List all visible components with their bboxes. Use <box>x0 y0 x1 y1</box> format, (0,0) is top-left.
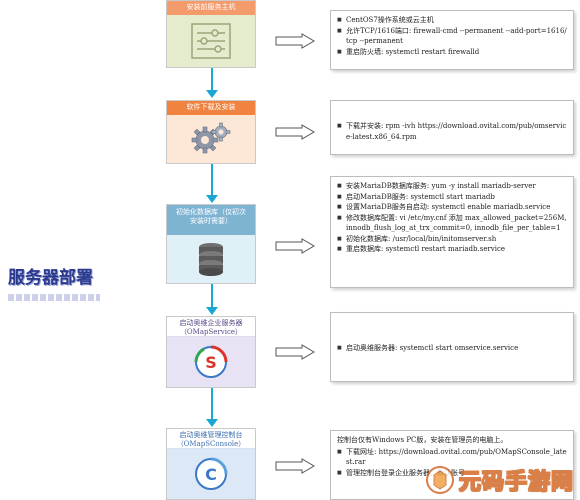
watermark-text: 元码手游网 <box>458 470 574 496</box>
info-box-download-install: 下载并安装: rpm -ivh https://download.ovital.… <box>330 100 574 155</box>
right-arrow-icon <box>275 458 315 474</box>
svg-text:C: C <box>205 465 217 484</box>
info-box-init-database: 安装MariaDB数据库服务: yum -y install mariadb-s… <box>330 176 574 288</box>
info-item: 管理控制台登录企业服务器。默认账号 <box>337 468 567 479</box>
step-icon-area: S <box>167 337 255 387</box>
info-item: 下载并安装: rpm -ivh https://download.ovital.… <box>337 121 567 142</box>
step-icon-area <box>167 235 255 283</box>
connector-line <box>211 284 213 308</box>
svg-text:S: S <box>205 353 217 372</box>
info-item: 安装MariaDB数据库服务: yum -y install mariadb-s… <box>337 181 567 192</box>
step-start-omapsconsole: 启动奥维管理控制台 （OMapSConsole） C <box>166 428 256 500</box>
info-item: 允许TCP/1616端口: firewall-cmd --permanent -… <box>337 26 567 47</box>
connector-line <box>211 388 213 420</box>
info-item: 启动MariaDB服务: systemctl start mariadb <box>337 192 567 203</box>
right-arrow-icon <box>275 238 315 254</box>
right-arrow-icon <box>275 124 315 140</box>
right-arrow-icon <box>275 33 315 49</box>
connector-arrow-icon <box>206 419 218 427</box>
info-box-start-omapservice: 启动奥维服务器: systemctl start omservice.servi… <box>330 312 574 382</box>
connector-arrow-icon <box>206 195 218 203</box>
info-item: 设置MariaDB服务自启动: systemctl enable mariadb… <box>337 202 567 213</box>
info-item: 修改数据库配置: vi /etc/my.cnf 添加 max_allowed_p… <box>337 213 567 234</box>
connector-line <box>211 68 213 92</box>
step-title: 安装前服务主机 <box>167 1 255 15</box>
info-item: 重启数据库: systemctl restart mariadb.service <box>337 244 567 255</box>
sliders-icon <box>191 23 231 59</box>
step-prepare-host: 安装前服务主机 <box>166 0 256 68</box>
step-download-install: 软件下载及安装 <box>166 100 256 164</box>
info-lead: 控制台仅有Windows PC版，安装在管理员的电脑上。 <box>337 436 508 444</box>
info-item: 启动奥维服务器: systemctl start omservice.servi… <box>337 343 567 354</box>
info-box-start-omapsconsole: 控制台仅有Windows PC版，安装在管理员的电脑上。 下载网址: https… <box>330 430 574 500</box>
step-title: 初始化数据库（仅初次 安装时需要） <box>167 205 255 235</box>
side-title-text: 服务器部署 <box>8 268 93 288</box>
side-title-decoration <box>8 294 100 301</box>
omap-console-icon: C <box>195 457 228 490</box>
right-arrow-icon <box>275 344 315 360</box>
info-box-prepare-host: CentOS7操作系统或云主机 允许TCP/1616端口: firewall-c… <box>330 10 574 70</box>
connector-line <box>211 164 213 196</box>
connector-arrow-icon <box>206 307 218 315</box>
info-item: 下载网址: https://download.ovital.com/pub/OM… <box>337 447 567 468</box>
watermark-logo-icon <box>425 466 454 494</box>
step-icon-area: C <box>167 449 255 499</box>
step-icon-area <box>167 15 255 67</box>
step-start-omapservice: 启动奥维企业服务器 （OMapService） S <box>166 316 256 388</box>
connector-arrow-icon <box>206 90 218 98</box>
gears-icon <box>191 122 231 154</box>
watermark: 元码手游网 <box>425 464 574 496</box>
step-title: 软件下载及安装 <box>167 101 255 115</box>
info-item: 重启防火墙: systemctl restart firewalld <box>337 47 567 58</box>
step-title: 启动奥维企业服务器 （OMapService） <box>167 317 255 337</box>
omap-service-icon: S <box>194 345 228 378</box>
database-icon <box>199 243 223 276</box>
step-init-database: 初始化数据库（仅初次 安装时需要） <box>166 204 256 284</box>
side-title: 服务器部署 <box>8 268 108 301</box>
info-item: CentOS7操作系统或云主机 <box>337 15 567 26</box>
info-item: 初始化数据库: /usr/local/bin/initomserver.sh <box>337 234 567 245</box>
step-title: 启动奥维管理控制台 （OMapSConsole） <box>167 429 255 449</box>
step-icon-area <box>167 115 255 163</box>
